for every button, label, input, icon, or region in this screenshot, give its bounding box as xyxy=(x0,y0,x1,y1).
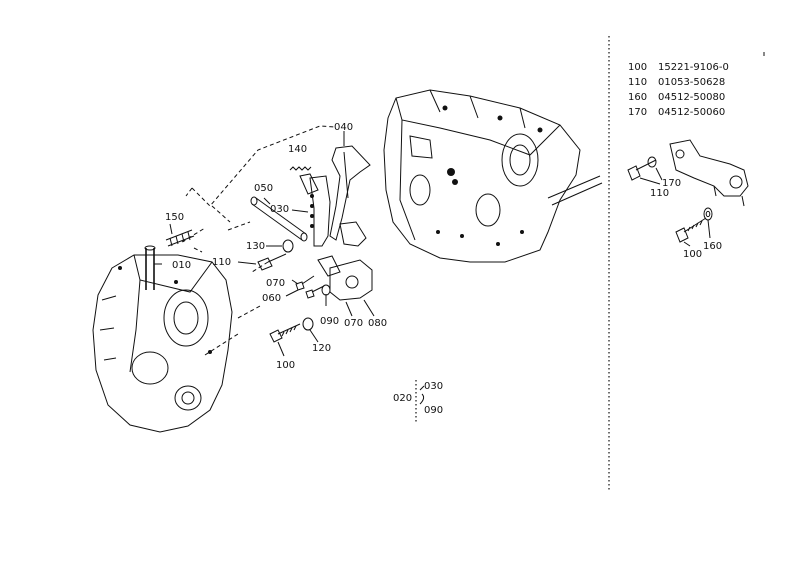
leader-lines xyxy=(181,36,610,492)
callout-070b: 070 xyxy=(344,318,363,329)
parts-ref: 110 xyxy=(628,77,648,88)
callout-060: 060 xyxy=(262,293,281,304)
parts-row: 160 04512-50080 xyxy=(628,90,729,105)
callout-110: 110 xyxy=(212,257,231,268)
callout-labels: 040 140 050 030 150 010 130 110 070 060 … xyxy=(165,122,722,416)
parts-number: 15221-9106-0 xyxy=(658,62,729,73)
engine-block-drawing xyxy=(383,89,603,263)
callout-100: 100 xyxy=(276,360,295,371)
parts-number: 01053-50628 xyxy=(658,77,726,88)
callout-150: 150 xyxy=(165,212,184,223)
inset-callout-170: 170 xyxy=(662,178,681,189)
inset-callout-110: 110 xyxy=(650,188,669,199)
callout-030: 030 xyxy=(270,204,289,215)
callout-140: 140 xyxy=(288,144,307,155)
callout-080: 080 xyxy=(368,318,387,329)
parts-number-list: 100 15221-9106-0 110 01053-50628 160 04512-… xyxy=(628,60,729,120)
callout-050: 050 xyxy=(254,183,273,194)
parts-row: 110 01053-50628 xyxy=(628,75,729,90)
parts-ref: 160 xyxy=(628,92,648,103)
callout-120: 120 xyxy=(312,343,331,354)
gear-case-drawing xyxy=(92,245,233,433)
inset-bracket-drawing xyxy=(627,52,765,243)
inset-callout-160: 160 xyxy=(703,241,722,252)
parts-ref: 170 xyxy=(628,107,648,118)
callout-130: 130 xyxy=(246,241,265,252)
parts-row: 170 04512-50060 xyxy=(628,105,729,120)
callout-leaders xyxy=(154,131,711,405)
sub-assembly-090: 090 xyxy=(424,405,443,416)
lever-assembly-drawing xyxy=(165,145,373,343)
callout-040: 040 xyxy=(334,122,353,133)
callout-070a: 070 xyxy=(266,278,285,289)
parts-number: 04512-50080 xyxy=(658,92,726,103)
inset-callout-100: 100 xyxy=(683,249,702,260)
parts-ref: 100 xyxy=(628,62,648,73)
callout-010: 010 xyxy=(172,260,191,271)
callout-090: 090 xyxy=(320,316,339,327)
parts-row: 100 15221-9106-0 xyxy=(628,60,729,75)
sub-assembly-030: 030 xyxy=(424,381,443,392)
parts-number: 04512-50060 xyxy=(658,107,726,118)
sub-assembly-020: 020 xyxy=(393,393,412,404)
